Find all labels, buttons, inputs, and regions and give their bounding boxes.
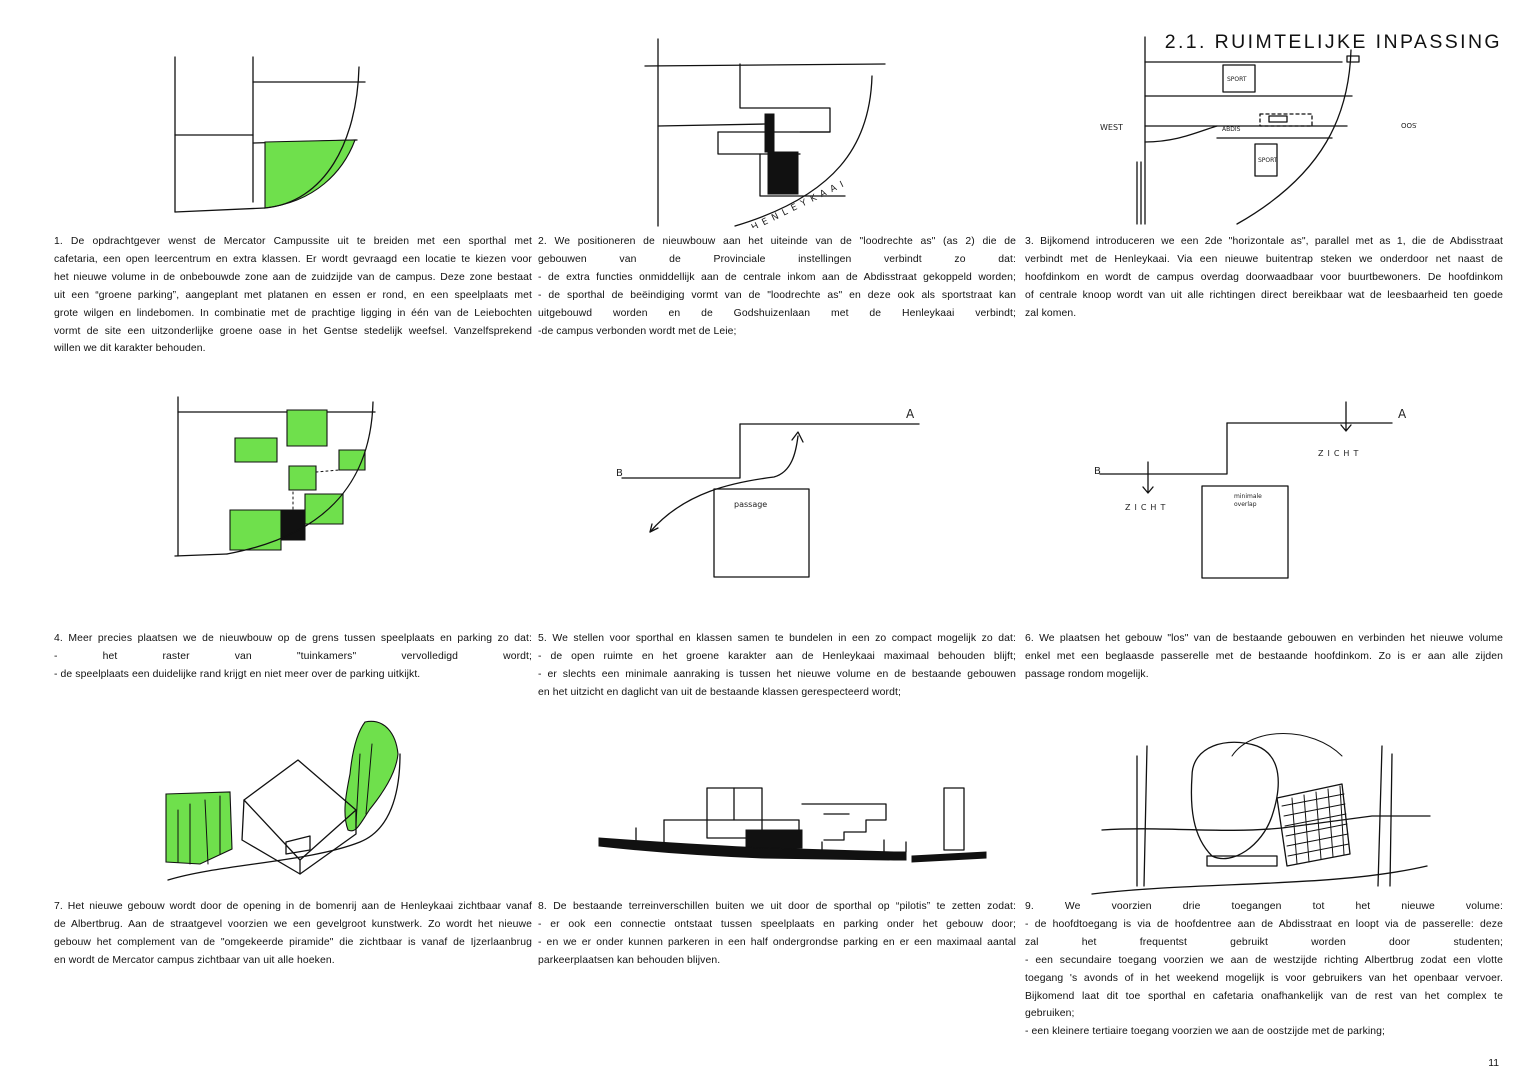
sketch-4-tuinkamers (165, 394, 390, 562)
sketch-2-site-plan: HENLEYKAAI (640, 36, 895, 228)
text-block-2: 2. We positioneren de nieuwbouw aan het … (538, 236, 1016, 337)
section-a-label-6: A (1398, 407, 1407, 421)
zicht-label-2: ZICHT (1125, 503, 1169, 512)
sketch-6-zicht: A B ZICHT ZICHT minimale overlap (1092, 400, 1417, 582)
sketch-3-site-plan: WEST OOST ABDIS SPORT SPORT (1097, 34, 1417, 230)
text-block-7: 7. Het nieuwe gebouw wordt door de openi… (54, 901, 532, 966)
text-block-3: 3. Bijkomend introduceren we een 2de "ho… (1025, 236, 1503, 319)
section-b-label: B (616, 468, 623, 479)
zicht-label-1: ZICHT (1318, 449, 1362, 458)
text-block-4: 4. Meer precies plaatsen we de nieuwbouw… (54, 633, 532, 680)
overlap-label-1: minimale (1234, 493, 1262, 500)
text-block-6: 6. We plaatsen het gebouw "los" van de b… (1025, 633, 1503, 680)
passage-label: passage (734, 500, 767, 509)
page-title: 2.1. RUIMTELIJKE INPASSING (1164, 31, 1502, 53)
sketch-7-perspective (160, 714, 420, 889)
text-block-8: 8. De bestaande terreinverschillen buite… (538, 901, 1016, 966)
west-label: WEST (1100, 123, 1123, 132)
sport-label-2: SPORT (1258, 157, 1278, 164)
sketch-8-section (594, 780, 994, 872)
section-a-label: A (906, 407, 915, 421)
abdis-label: ABDIS (1222, 126, 1241, 133)
text-block-1: 1. De opdrachtgever wenst de Mercator Ca… (54, 236, 532, 355)
henleykaai-label: HENLEYKAAI (750, 178, 850, 228)
sketch-5-passage: A B passage (614, 402, 934, 582)
sketch-9-entrance-perspective (1082, 716, 1432, 898)
text-block-5: 5. We stellen voor sporthal en klassen s… (538, 633, 1016, 698)
oost-label: OOST (1401, 122, 1417, 130)
page-number: 11 (1488, 1058, 1499, 1069)
sketch-1-site-plan (165, 52, 375, 217)
overlap-label-2: overlap (1234, 501, 1257, 508)
section-b-label-6: B (1094, 466, 1101, 477)
text-block-9: 9. We voorzien drie toegangen tot het ni… (1025, 901, 1503, 1038)
sport-label-1: SPORT (1227, 76, 1247, 83)
